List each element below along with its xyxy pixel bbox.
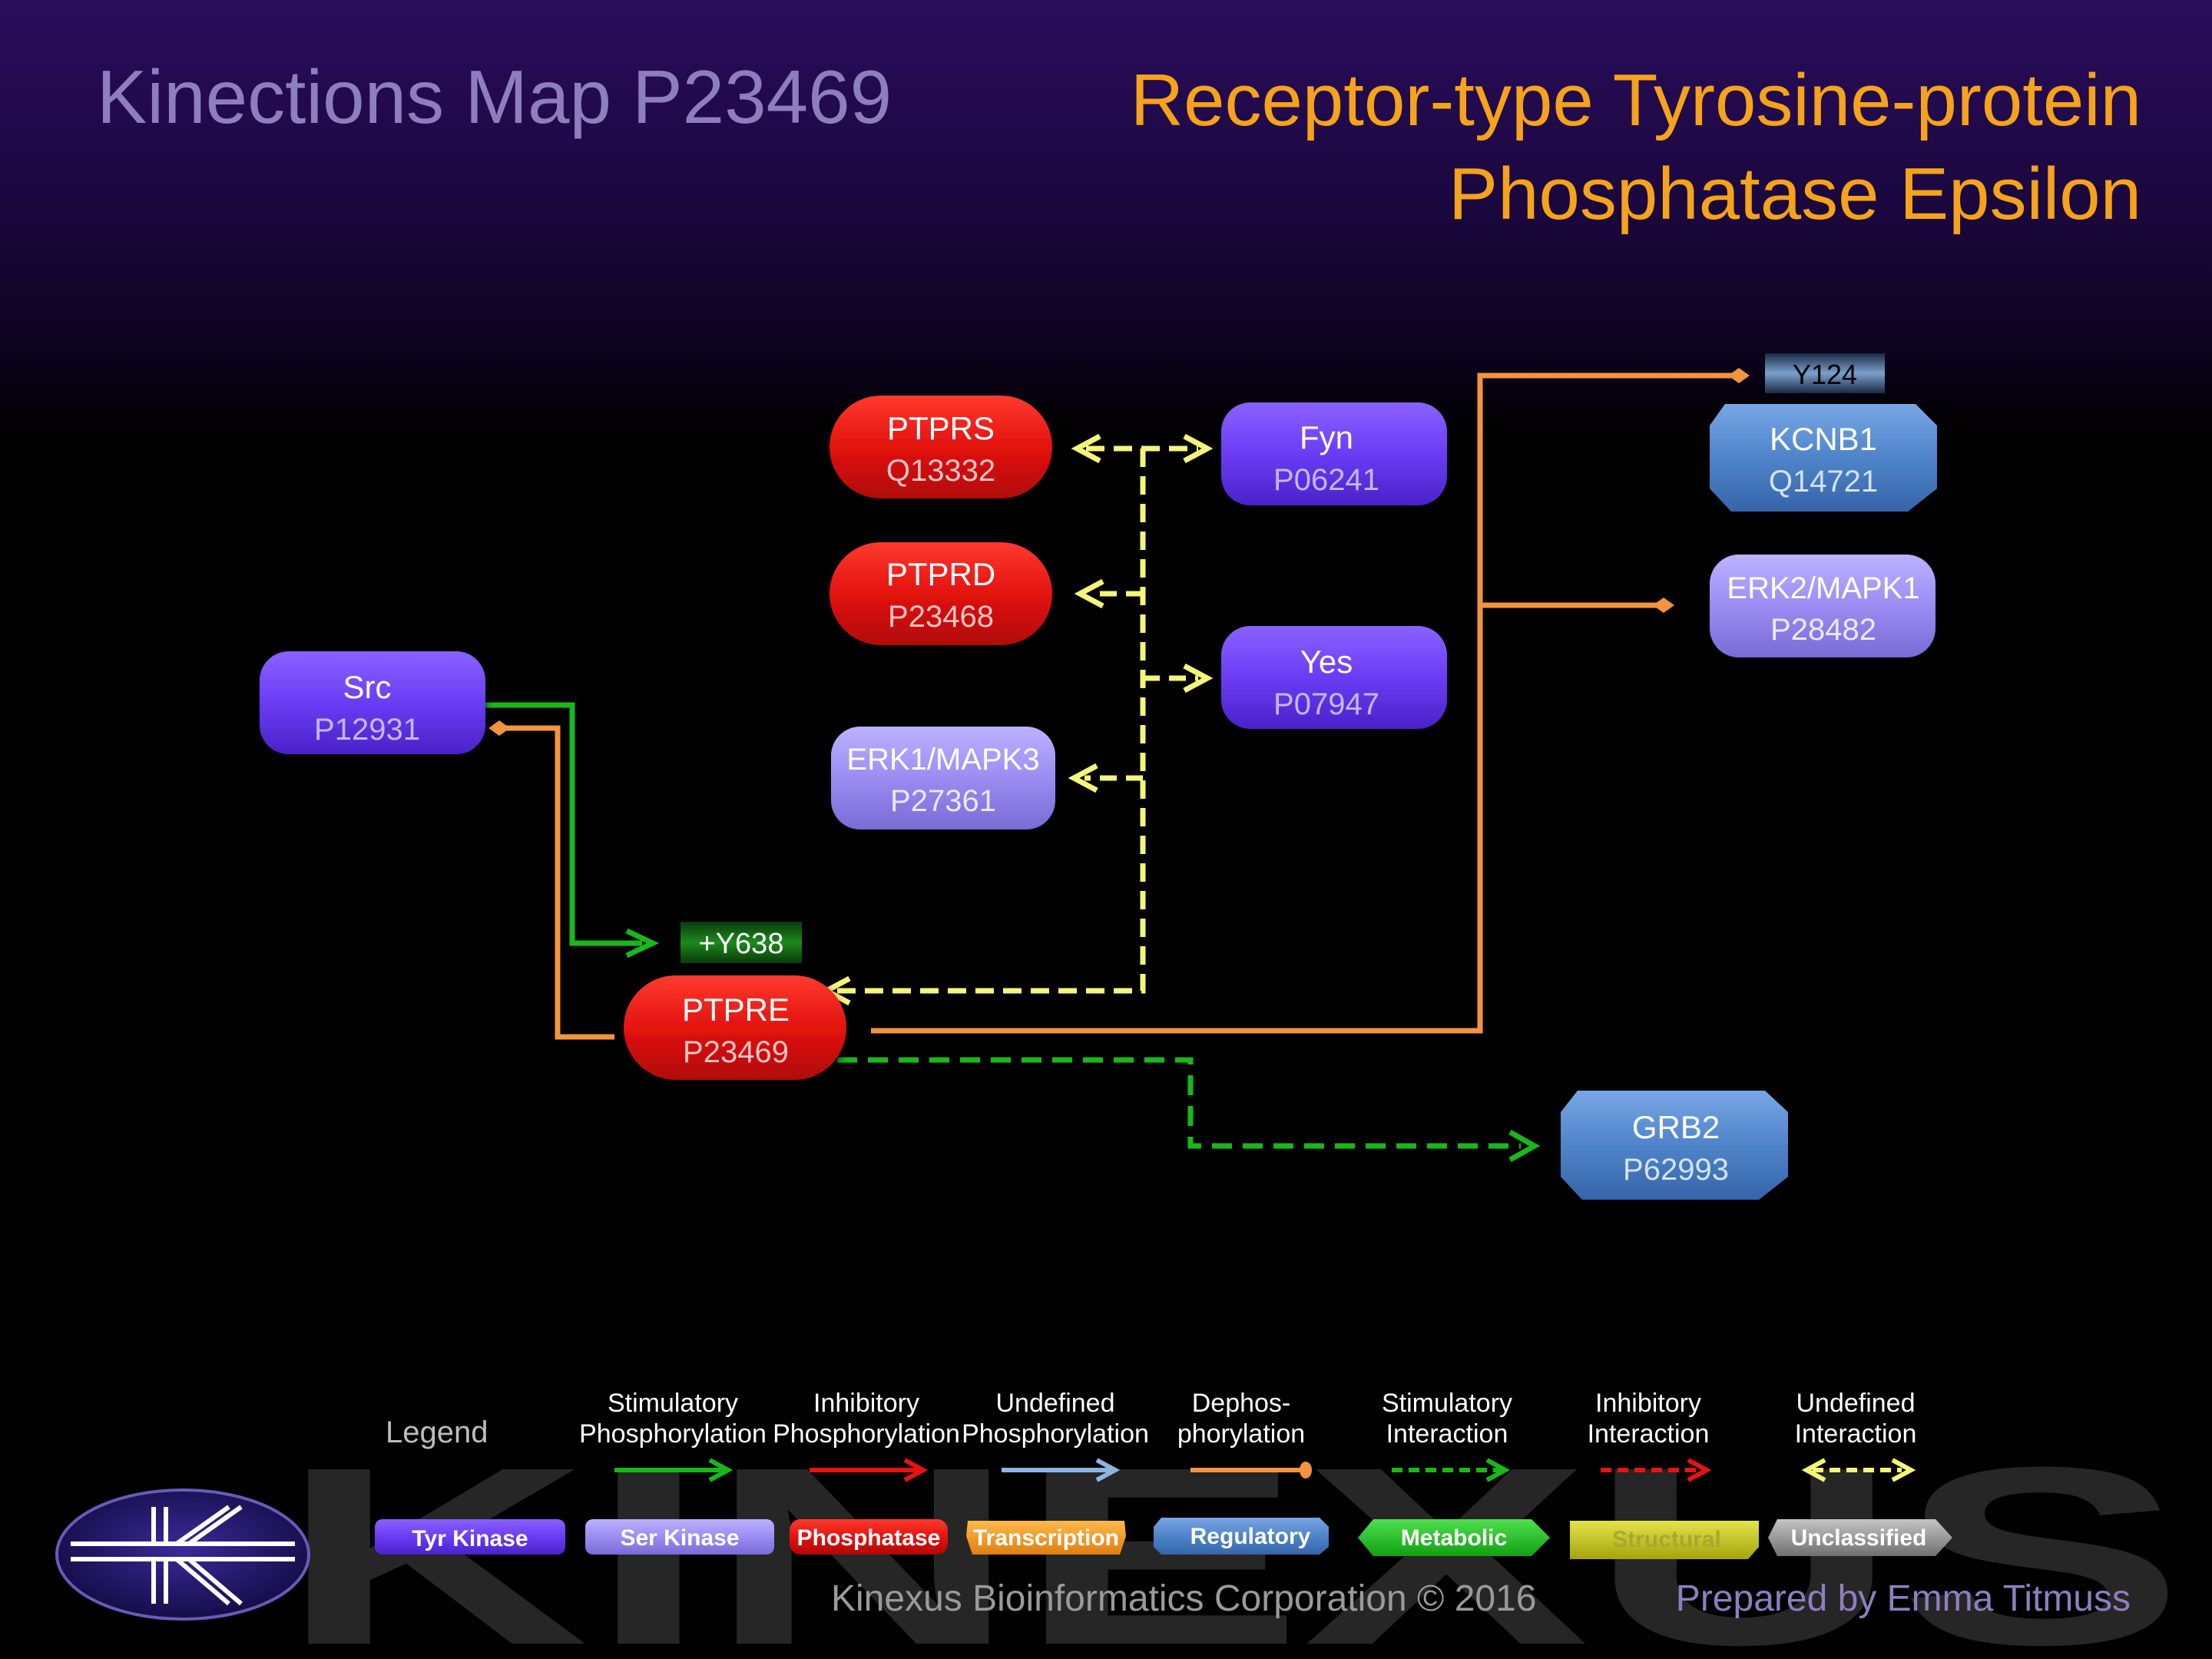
legend-label: Dephos- bbox=[1192, 1389, 1291, 1418]
legend-chip-phosphatase: Phosphatase bbox=[790, 1519, 948, 1555]
node-accession: P23469 bbox=[683, 1035, 789, 1069]
node-accession: P07947 bbox=[1273, 687, 1379, 721]
svg-text:+Y638: +Y638 bbox=[699, 928, 784, 960]
svg-text:Unclassified: Unclassified bbox=[1791, 1525, 1927, 1551]
node-name: GRB2 bbox=[1632, 1109, 1720, 1145]
legend-label: Inhibitory bbox=[1595, 1389, 1701, 1418]
edge-ptpre-grb2-stim-int bbox=[837, 1057, 1521, 1149]
legend-label: Phosphorylation bbox=[579, 1419, 767, 1449]
protein-name-line-2: Phosphatase Epsilon bbox=[1449, 153, 2141, 235]
site-label-y124: Y124 bbox=[1765, 353, 1885, 393]
node-accession: P06241 bbox=[1273, 463, 1379, 497]
edges bbox=[485, 368, 1750, 1163]
protein-full-name: Receptor-type Tyrosine-protein Phosphata… bbox=[1131, 54, 2141, 241]
svg-text:Structural: Structural bbox=[1612, 1527, 1721, 1552]
svg-text:Regulatory: Regulatory bbox=[1190, 1524, 1311, 1549]
node-yes[interactable]: Yes P07947 bbox=[1221, 626, 1447, 729]
node-name: KCNB1 bbox=[1770, 421, 1877, 457]
legend-label: Interaction bbox=[1795, 1419, 1917, 1449]
edge-ptpre-kcnb1-dephos bbox=[871, 373, 1737, 1034]
node-ptpre[interactable]: PTPRE P23469 bbox=[624, 975, 846, 1080]
node-fyn[interactable]: Fyn P06241 bbox=[1221, 402, 1447, 505]
legend-label: phorylation bbox=[1177, 1419, 1305, 1449]
legend-label: Stimulatory bbox=[1382, 1389, 1512, 1418]
legend-label: Inhibitory bbox=[813, 1389, 919, 1418]
arrowhead bbox=[1508, 1129, 1541, 1163]
nodes: PTPRS Q13332 PTPRD P23468 ERK1/MAPK3 P27… bbox=[260, 396, 1937, 1200]
node-accession: P28482 bbox=[1770, 613, 1876, 647]
legend-label: Phosphorylation bbox=[773, 1419, 960, 1449]
legend-chip-structural: Structural bbox=[1570, 1521, 1759, 1559]
node-accession: P23468 bbox=[888, 600, 994, 634]
node-erk1[interactable]: ERK1/MAPK3 P27361 bbox=[831, 727, 1055, 830]
legend-inhib-int-line bbox=[1601, 1458, 1712, 1482]
legend-chip-tyr-kinase: Tyr Kinase bbox=[375, 1519, 565, 1555]
legend-undef-phos-line bbox=[1002, 1458, 1121, 1482]
node-accession: P62993 bbox=[1623, 1153, 1729, 1187]
svg-text:Phosphatase: Phosphatase bbox=[797, 1525, 941, 1551]
svg-text:Metabolic: Metabolic bbox=[1401, 1525, 1507, 1551]
node-accession: P27361 bbox=[890, 784, 996, 818]
company-credit: Kinexus Bioinformatics Corporation © 201… bbox=[831, 1578, 1537, 1619]
legend-label: Undefined bbox=[995, 1389, 1114, 1418]
node-name: Fyn bbox=[1300, 419, 1353, 455]
protein-name-line-1: Receptor-type Tyrosine-protein bbox=[1130, 59, 2141, 141]
legend-dephos-line bbox=[1190, 1462, 1312, 1479]
dephos-head bbox=[1653, 598, 1674, 613]
legend-stim-int-line bbox=[1392, 1458, 1511, 1482]
legend-chip-unclassified: Unclassified bbox=[1768, 1519, 1952, 1556]
legend: Legend Stimulatory Phosphorylation Inhib… bbox=[375, 1389, 1952, 1559]
dephos-head bbox=[488, 720, 510, 736]
node-name: Yes bbox=[1300, 644, 1353, 680]
legend-title: Legend bbox=[386, 1416, 488, 1449]
dephos-head bbox=[1728, 368, 1750, 383]
node-grb2[interactable]: GRB2 P62993 bbox=[1561, 1091, 1788, 1200]
node-accession: Q14721 bbox=[1769, 465, 1878, 498]
node-accession: P12931 bbox=[314, 713, 420, 747]
node-ptprs[interactable]: PTPRS Q13332 bbox=[830, 396, 1052, 498]
arrowhead bbox=[625, 928, 660, 959]
kinexus-logo bbox=[55, 1488, 310, 1621]
legend-label: Interaction bbox=[1386, 1419, 1508, 1449]
legend-label: Undefined bbox=[1796, 1389, 1915, 1418]
node-name: PTPRS bbox=[887, 410, 995, 446]
map-title: Kinections Map P23469 bbox=[97, 55, 892, 139]
legend-undef-int-line bbox=[1801, 1458, 1916, 1482]
prepared-by: Prepared by Emma Titmuss bbox=[1675, 1578, 2131, 1619]
legend-inhib-phos-line bbox=[810, 1458, 929, 1482]
svg-text:Y124: Y124 bbox=[1793, 359, 1857, 390]
node-name: PTPRD bbox=[886, 556, 995, 592]
legend-label: Interaction bbox=[1588, 1419, 1710, 1449]
edge-ptpre-src-dephos bbox=[499, 725, 614, 1040]
site-label-y638: +Y638 bbox=[680, 922, 802, 963]
node-name: ERK1/MAPK3 bbox=[846, 743, 1039, 777]
node-name: PTPRE bbox=[682, 992, 790, 1028]
legend-label: Phosphorylation bbox=[962, 1419, 1149, 1449]
legend-chip-regulatory: Regulatory bbox=[1154, 1518, 1329, 1555]
legend-stim-phos-line bbox=[614, 1458, 733, 1482]
svg-text:Ser Kinase: Ser Kinase bbox=[620, 1525, 739, 1551]
node-src[interactable]: Src P12931 bbox=[260, 651, 485, 754]
legend-chip-transcription: Transcription bbox=[966, 1521, 1126, 1555]
node-accession: Q13332 bbox=[886, 454, 995, 488]
legend-chip-metabolic: Metabolic bbox=[1358, 1519, 1550, 1556]
svg-text:Transcription: Transcription bbox=[973, 1525, 1119, 1551]
edge-src-ptpre-stim bbox=[485, 702, 642, 946]
node-name: Src bbox=[343, 669, 392, 705]
undefined-interactions bbox=[820, 433, 1214, 1006]
svg-text:Tyr Kinase: Tyr Kinase bbox=[412, 1526, 528, 1551]
legend-label: Stimulatory bbox=[608, 1389, 738, 1418]
node-kcnb1[interactable]: KCNB1 Q14721 bbox=[1710, 404, 1937, 512]
node-ptprd[interactable]: PTPRD P23468 bbox=[830, 542, 1052, 645]
node-erk2[interactable]: ERK2/MAPK1 P28482 bbox=[1710, 555, 1936, 657]
node-name: ERK2/MAPK1 bbox=[1727, 571, 1919, 605]
legend-chip-ser-kinase: Ser Kinase bbox=[585, 1519, 774, 1555]
